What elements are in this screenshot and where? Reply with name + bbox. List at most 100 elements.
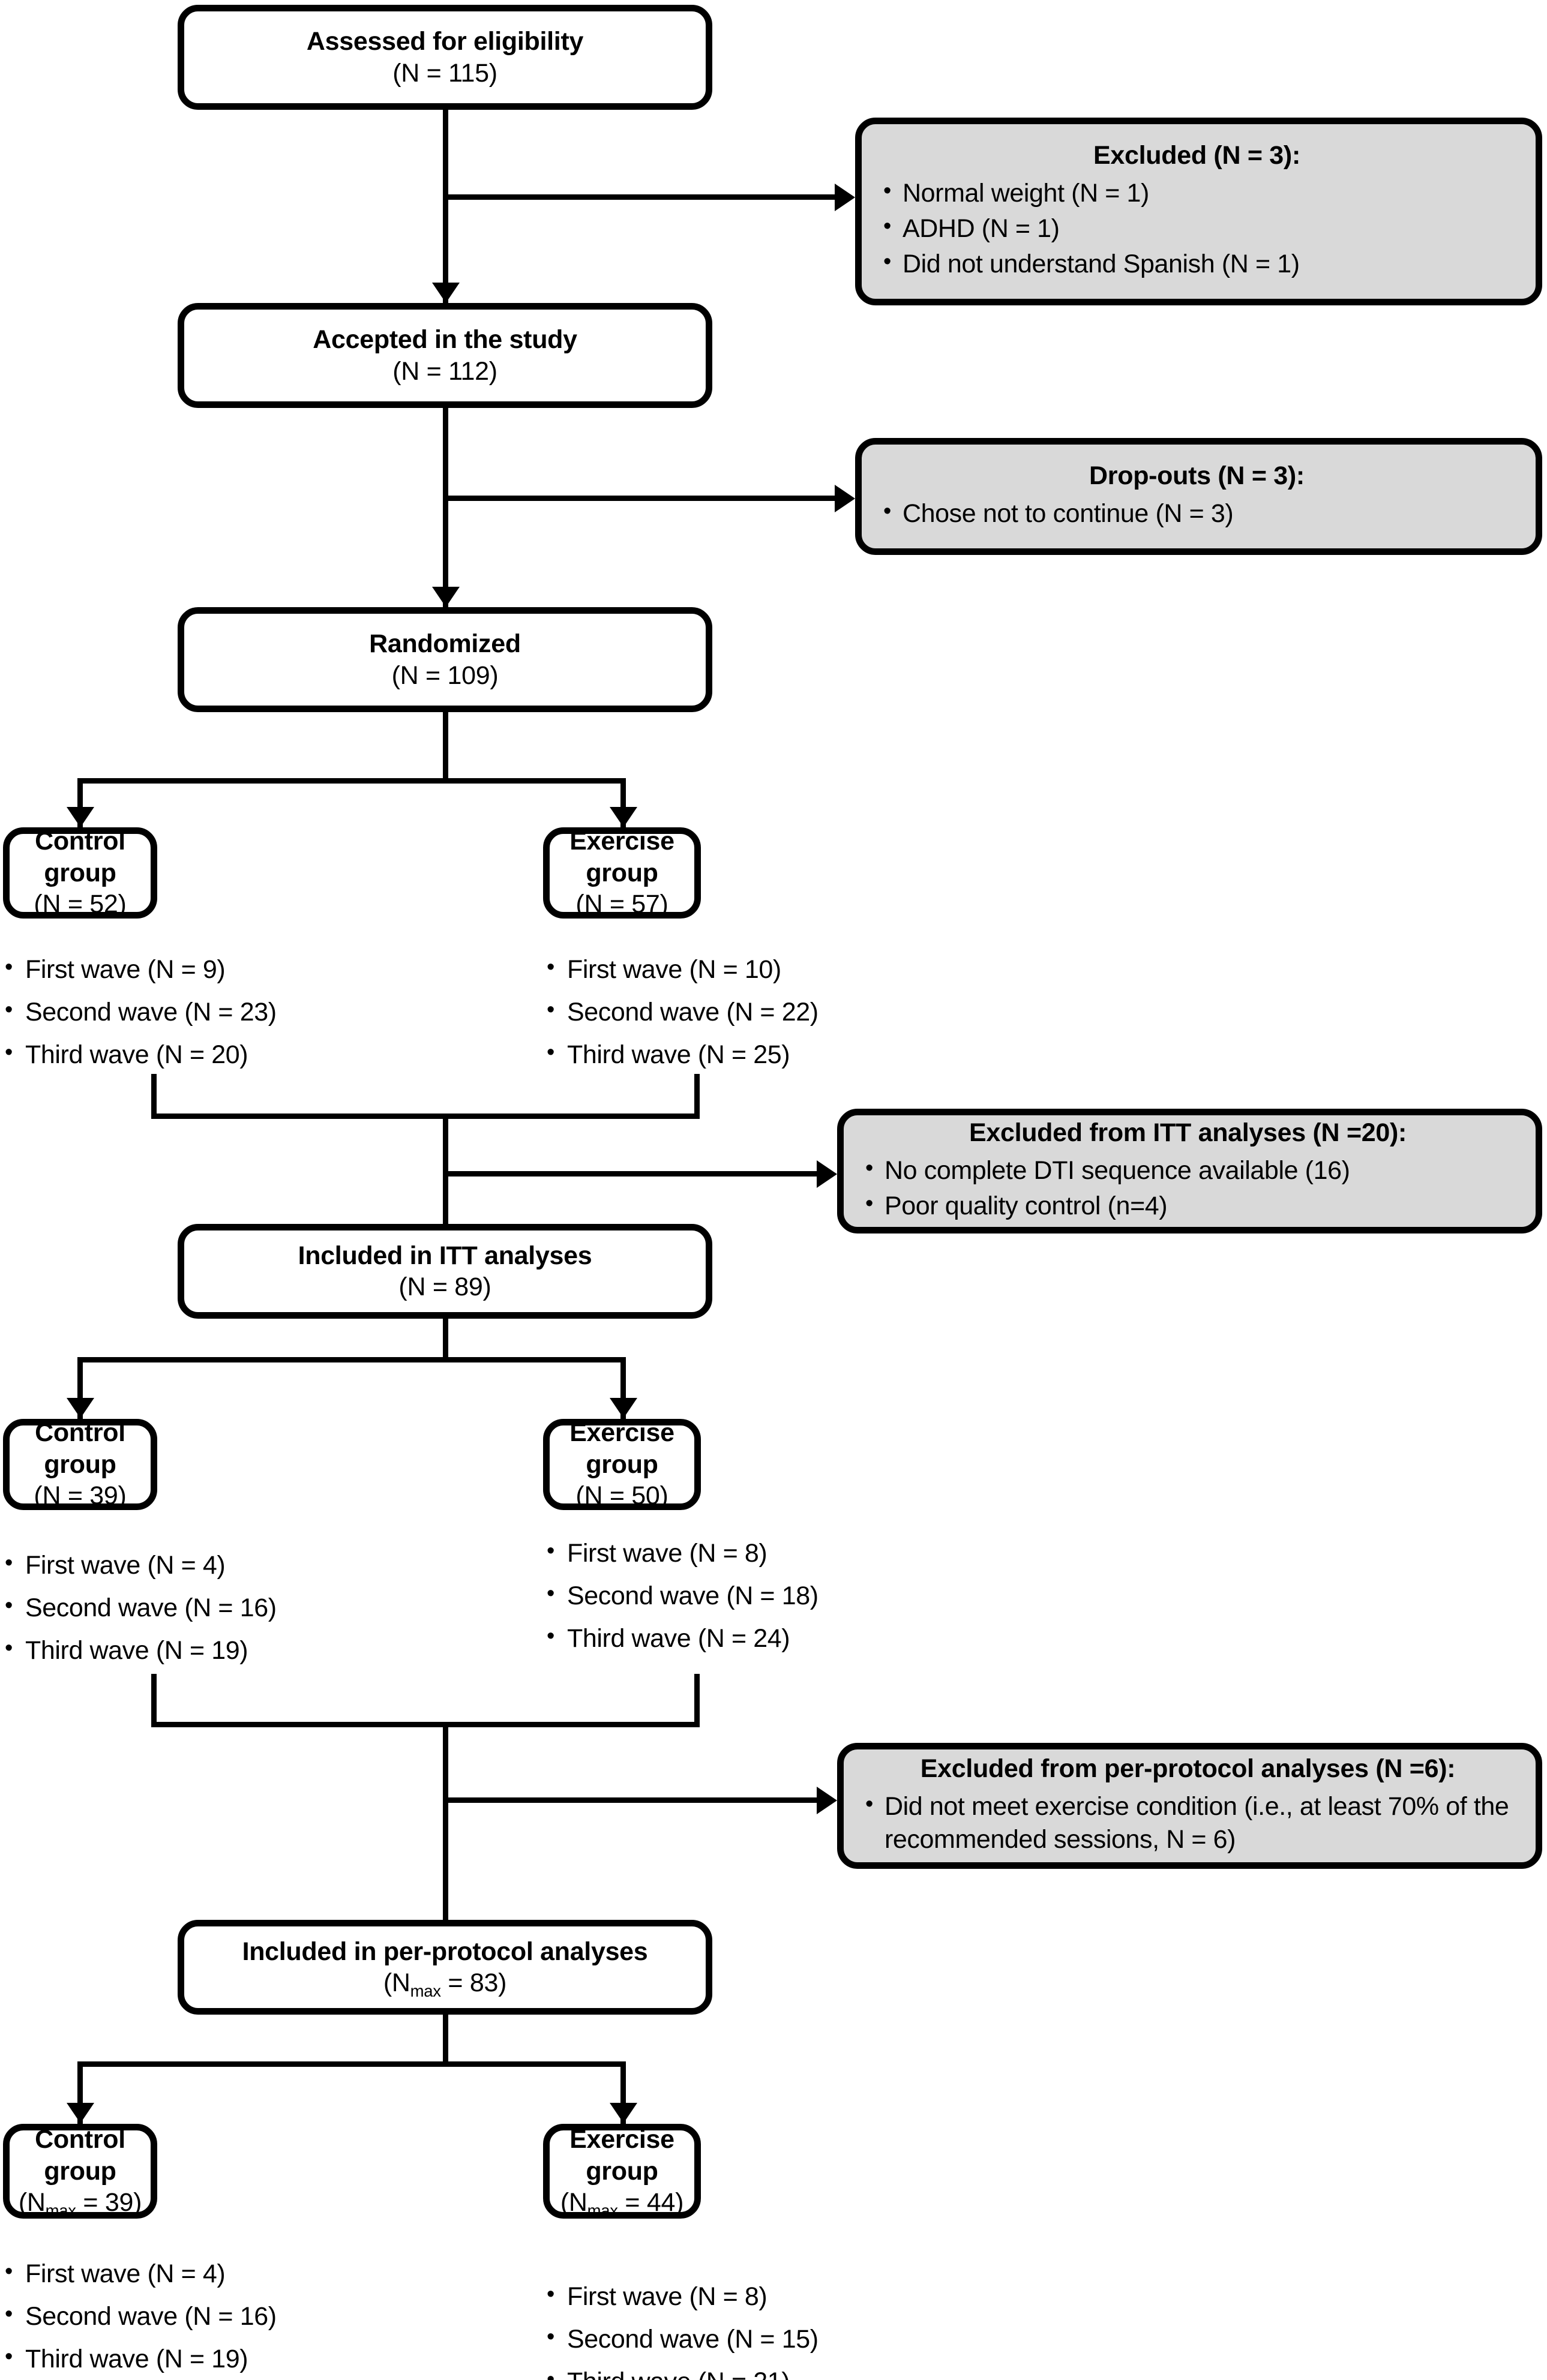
subscript-max: max xyxy=(45,2201,76,2220)
node-subtitle: (N = 57) xyxy=(575,890,668,919)
node-subtitle: (N = 39) xyxy=(34,1481,127,1511)
node-title: Control group xyxy=(35,827,125,887)
node-title: Control group xyxy=(35,1418,125,1479)
connector-pp-to-exercise xyxy=(620,2061,626,2124)
arrow-down-to-randomized xyxy=(432,587,460,607)
connector-merge-bar-itt xyxy=(151,1114,700,1119)
list-item: First wave (N = 9) xyxy=(1,956,277,983)
arrow-right-to-excluded-pp xyxy=(817,1787,837,1814)
node-exercise-group-per-protocol: Exercise group (Nmax = 44) xyxy=(543,2124,701,2220)
node-title: Exercise group xyxy=(569,827,674,887)
node-included-per-protocol-analyses: Included in per-protocol analyses (Nmax … xyxy=(178,1920,712,2015)
connector-to-dropouts xyxy=(443,496,836,501)
connector-pp-to-control xyxy=(77,2061,83,2124)
connector-pp-split-bar xyxy=(77,2061,626,2067)
list-item: Second wave (N = 16) xyxy=(1,2303,277,2330)
connector-itt-stem xyxy=(443,1319,448,1362)
node-subtitle: (N = 112) xyxy=(392,356,497,386)
node-control-group-itt: Control group (N = 39) xyxy=(3,1418,157,1511)
connector-assessed-to-accepted xyxy=(443,110,448,308)
node-randomized: Randomized (N = 109) xyxy=(178,607,712,712)
excluded-itt-reason-list: No complete DTI sequence available (16) … xyxy=(861,1154,1515,1225)
connector-accepted-to-randomized xyxy=(443,408,448,612)
node-control-group-per-protocol: Control group (Nmax = 39) xyxy=(3,2124,157,2220)
connector-itt-to-exercise xyxy=(620,1357,626,1419)
connector-itt-split-bar xyxy=(77,1357,626,1362)
node-subtitle: (N = 89) xyxy=(398,1272,491,1301)
connector-pp-stem xyxy=(443,2015,448,2066)
connector-to-excluded-itt xyxy=(443,1171,818,1177)
list-item: Third wave (N = 19) xyxy=(1,1637,277,1664)
list-item: Second wave (N = 16) xyxy=(1,1594,277,1621)
list-item: Third wave (N = 21) xyxy=(543,2368,819,2380)
list-item: First wave (N = 8) xyxy=(543,2283,819,2310)
connector-randomized-stem xyxy=(443,712,448,784)
list-item: No complete DTI sequence available (16) xyxy=(861,1154,1515,1187)
node-title: Randomized xyxy=(369,629,521,659)
node-title: Accepted in the study xyxy=(313,325,577,355)
connector-randomized-to-exercise xyxy=(620,778,626,827)
excluded-pp-title: Excluded from per-protocol analyses (N =… xyxy=(920,1754,1456,1783)
arrow-right-to-excluded-itt xyxy=(817,1160,837,1188)
arrow-down-to-exercise-pp xyxy=(610,2103,637,2123)
connector-exercise-rand-merge-leg xyxy=(694,1074,700,1119)
list-item: Third wave (N = 19) xyxy=(1,2345,277,2372)
wave-list-control-itt: First wave (N = 4) Second wave (N = 16) … xyxy=(1,1551,277,1680)
list-item: Second wave (N = 18) xyxy=(543,1582,819,1609)
node-included-itt-analyses: Included in ITT analyses (N = 89) xyxy=(178,1224,712,1319)
node-title: Included in ITT analyses xyxy=(298,1241,592,1270)
node-excluded-per-protocol: Excluded from per-protocol analyses (N =… xyxy=(837,1743,1542,1869)
arrow-down-to-control-rand xyxy=(67,807,94,827)
subscript-max: max xyxy=(410,1982,441,2000)
excluded-pp-reason-list: Did not meet exercise condition (i.e., a… xyxy=(861,1790,1515,1859)
connector-merge-to-itt xyxy=(443,1114,448,1227)
connector-control-rand-merge-leg xyxy=(151,1074,157,1119)
node-title: Exercise group xyxy=(569,1418,674,1479)
list-item: Did not understand Spanish (N = 1) xyxy=(879,247,1515,281)
list-item: Second wave (N = 23) xyxy=(1,998,277,1025)
wave-list-control-per-protocol: First wave (N = 4) Second wave (N = 16) … xyxy=(1,2260,277,2380)
excluded-itt-title: Excluded from ITT analyses (N =20): xyxy=(969,1118,1407,1147)
connector-to-excluded-eligibility xyxy=(443,194,836,200)
node-control-group-randomized: Control group (N = 52) xyxy=(3,827,157,919)
node-exercise-group-itt: Exercise group (N = 50) xyxy=(543,1418,701,1511)
arrow-right-to-dropouts xyxy=(835,485,855,512)
arrow-down-to-control-pp xyxy=(67,2103,94,2123)
wave-list-exercise-itt: First wave (N = 8) Second wave (N = 18) … xyxy=(543,1539,819,1668)
list-item: Second wave (N = 22) xyxy=(543,998,819,1025)
connector-merge-to-pp xyxy=(443,1722,448,1920)
excluded-title: Excluded (N = 3): xyxy=(1093,140,1300,170)
dropouts-reason-list: Chose not to continue (N = 3) xyxy=(879,497,1515,533)
node-subtitle: (N = 52) xyxy=(34,890,127,919)
node-excluded-itt: Excluded from ITT analyses (N =20): No c… xyxy=(837,1109,1542,1233)
list-item: First wave (N = 4) xyxy=(1,2260,277,2287)
node-excluded-eligibility: Excluded (N = 3): Normal weight (N = 1) … xyxy=(855,118,1542,305)
arrow-down-to-accepted xyxy=(432,283,460,303)
list-item: First wave (N = 10) xyxy=(543,956,819,983)
node-assessed-for-eligibility: Assessed for eligibility (N = 115) xyxy=(178,5,712,110)
connector-itt-to-control xyxy=(77,1357,83,1419)
node-subtitle: (N = 115) xyxy=(392,58,497,88)
list-item: Third wave (N = 24) xyxy=(543,1625,819,1652)
connector-exercise-itt-merge-leg xyxy=(694,1674,700,1727)
node-accepted-in-study: Accepted in the study (N = 112) xyxy=(178,303,712,408)
arrow-down-to-exercise-itt xyxy=(610,1398,637,1418)
connector-randomized-to-control xyxy=(77,778,83,827)
node-exercise-group-randomized: Exercise group (N = 57) xyxy=(543,827,701,919)
node-dropouts: Drop-outs (N = 3): Chose not to continue… xyxy=(855,438,1542,555)
list-item: First wave (N = 4) xyxy=(1,1551,277,1578)
wave-list-control-randomized: First wave (N = 9) Second wave (N = 23) … xyxy=(1,956,277,1085)
wave-list-exercise-randomized: First wave (N = 10) Second wave (N = 22)… xyxy=(543,956,819,1085)
node-title: Control group xyxy=(35,2125,125,2186)
connector-merge-bar-pp xyxy=(151,1722,700,1727)
subscript-max: max xyxy=(587,2201,618,2220)
connector-to-excluded-pp xyxy=(443,1797,818,1803)
list-item: Poor quality control (n=4) xyxy=(861,1189,1515,1223)
node-subtitle: (N = 50) xyxy=(575,1481,668,1511)
list-item: First wave (N = 8) xyxy=(543,1539,819,1566)
arrow-down-to-exercise-rand xyxy=(610,807,637,827)
connector-randomized-split-bar xyxy=(77,778,626,784)
list-item: Chose not to continue (N = 3) xyxy=(879,497,1515,530)
list-item: Normal weight (N = 1) xyxy=(879,176,1515,210)
